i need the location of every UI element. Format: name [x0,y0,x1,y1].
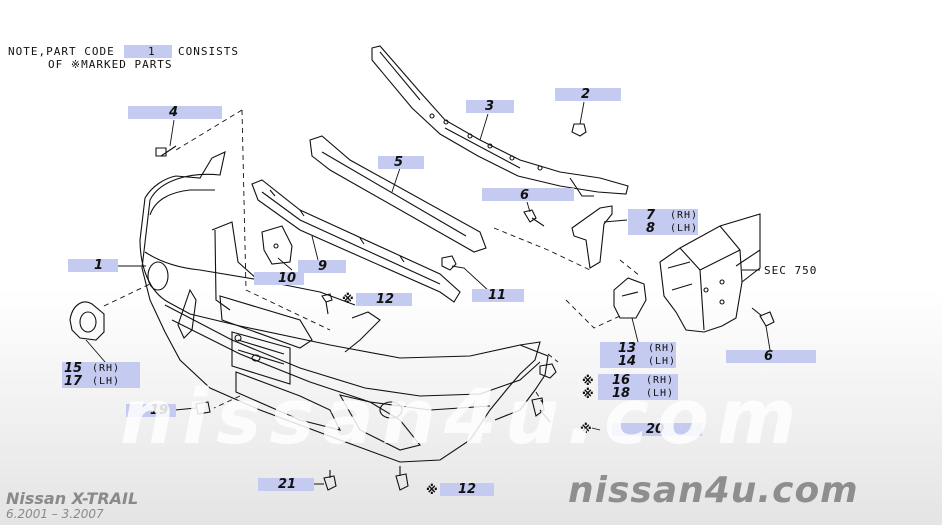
callout-number[interactable]: 4 [169,105,179,120]
callout-highlight [440,483,494,496]
callout-highlight [598,374,678,400]
side-label: (LH) [648,356,677,367]
side-bracket-drawing [571,205,613,269]
callout-number[interactable]: 16 [612,373,631,388]
dashed-lines [103,109,641,409]
callout-highlight [378,156,424,169]
callout-number[interactable]: 18 [612,386,631,401]
vehicle-model: Nissan X-TRAIL [6,489,139,508]
section-reference[interactable]: SEC 750 [764,264,818,277]
callout-highlight [612,423,702,436]
side-label: (LH) [646,388,675,399]
callout-number[interactable]: 12 [376,292,395,307]
note-line-1: NOTE,PART CODE [8,45,115,58]
callout-number[interactable]: 10 [278,271,297,286]
side-label: (RH) [92,363,121,374]
callout-highlight [62,362,140,388]
callout-highlight [298,260,346,273]
callout-highlight [258,478,314,491]
callout-highlight [555,88,621,101]
callout-number[interactable]: 11 [488,288,507,303]
vehicle-years: 6.2001 – 3.2007 [6,507,104,521]
note-prefix: NOTE,PART CODE [8,45,115,58]
callout-highlight [628,209,698,235]
marked-symbol-icon: ※ [426,483,438,497]
reinforcement-drawing [371,45,629,197]
callout-number[interactable]: 15 [64,361,83,376]
callout-highlight [254,272,304,285]
callout-number[interactable]: 7 [646,208,656,223]
fastener-drawings [155,123,775,491]
side-label: (RH) [670,210,699,221]
marked-symbol-icon: ※ [582,374,594,388]
callout-number[interactable]: 6 [764,349,774,364]
callout-number[interactable]: 3 [485,99,495,114]
note-code-highlight [124,45,172,58]
callout-highlight [472,289,524,302]
fog-cover-drawing [69,301,105,341]
absorber-drawing [309,135,487,253]
callout-highlight [126,404,176,417]
side-label: (RH) [648,343,677,354]
body-frame-drawing [659,213,761,333]
note-line-2: OF ※MARKED PARTS [48,58,173,71]
callout-number[interactable]: 8 [646,221,656,236]
marked-symbol-icon: ※ [580,422,592,436]
side-label: (LH) [670,223,699,234]
callout-number[interactable]: 21 [278,477,297,492]
callout-number[interactable]: 19 [150,403,169,418]
callout-number[interactable]: 20 [646,422,665,437]
callout-number[interactable]: 5 [394,155,404,170]
callout-highlight [482,188,574,201]
callout-number[interactable]: 17 [64,374,83,389]
callout-number[interactable]: 2 [581,87,591,102]
side-label: (RH) [646,375,675,386]
callout-highlight [356,293,412,306]
marked-symbol-icon: ※ [582,387,594,401]
watermark-center: nissan4u.com [120,372,805,461]
callout-number[interactable]: 14 [618,354,637,369]
callout-highlight [466,100,514,113]
callout-highlight [128,106,222,119]
side-label: (LH) [92,376,121,387]
callout-highlight [726,350,816,363]
note-suffix: CONSISTS [178,45,239,58]
callout-number[interactable]: 6 [520,188,530,203]
bracket-13-drawing [613,277,647,319]
callout-number[interactable]: 1 [94,258,104,273]
note-code: 1 [148,45,156,58]
watermark-corner: nissan4u.com [568,470,859,511]
callout-number[interactable]: 9 [318,259,328,274]
callout-highlight [600,342,676,368]
callout-number[interactable]: 12 [458,482,477,497]
bumper-fascia-drawing [139,151,549,463]
callout-number[interactable]: 13 [618,341,637,356]
upper-rail-drawing [251,179,461,303]
callout-highlight [68,259,118,272]
marked-symbol-icon: ※ [342,292,354,306]
bracket-10-drawing [261,225,293,265]
